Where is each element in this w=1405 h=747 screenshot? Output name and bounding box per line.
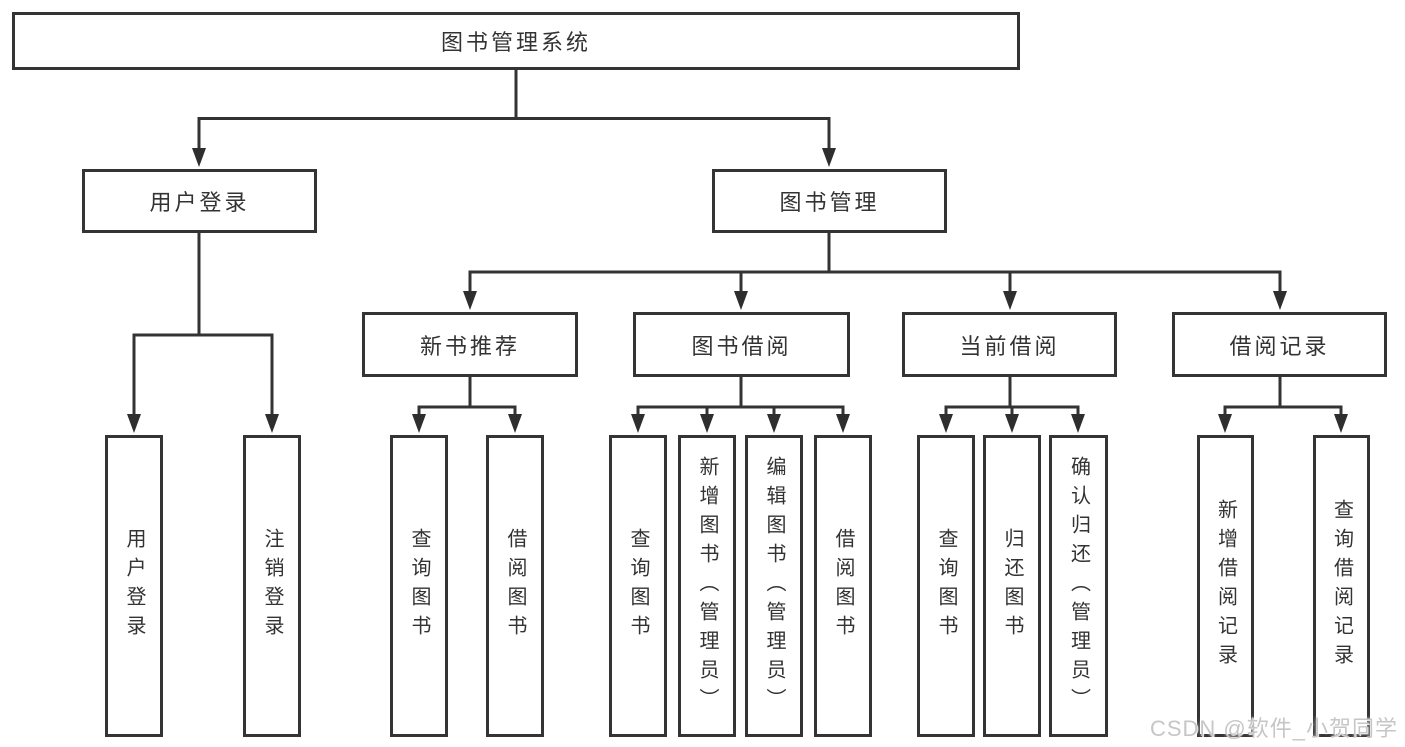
node-borrow-books-leaf: 借阅图书 xyxy=(814,435,872,737)
node-current-borrowing: 当前借阅 xyxy=(902,312,1117,377)
node-label: 新增借阅记录 xyxy=(1214,499,1237,673)
node-label: 借阅图书 xyxy=(504,528,526,644)
node-book-management: 图书管理 xyxy=(712,169,947,233)
node-label: 查询图书 xyxy=(408,528,430,644)
node-query-books-recommend: 查询图书 xyxy=(390,435,448,737)
node-query-books-current: 查询图书 xyxy=(917,435,975,737)
node-label: 图书借阅 xyxy=(691,333,792,359)
node-label: 查询图书 xyxy=(627,528,649,644)
node-library-management-system: 图书管理系统 xyxy=(12,12,1020,70)
node-label: 查询借阅记录 xyxy=(1330,499,1353,673)
node-label: 归还图书 xyxy=(1001,528,1023,644)
node-label: 用户登录 xyxy=(149,190,250,215)
node-book-borrowing: 图书借阅 xyxy=(633,312,850,377)
node-label: 用户登录 xyxy=(123,528,145,644)
node-borrow-books-recommend: 借阅图书 xyxy=(486,435,544,737)
node-new-book-recommendation: 新书推荐 xyxy=(362,312,578,377)
node-label: 注销登录 xyxy=(261,528,283,644)
node-confirm-return-admin: 确认归还（管理员） xyxy=(1049,435,1108,737)
node-user-login-leaf: 用户登录 xyxy=(105,435,163,737)
csdn-watermark: CSDN @软件_小贺同学 xyxy=(1149,716,1398,741)
node-label: 图书管理系统 xyxy=(440,30,591,55)
node-label: 借阅图书 xyxy=(832,528,854,644)
node-label: 新书推荐 xyxy=(419,333,520,359)
node-return-book: 归还图书 xyxy=(983,435,1041,737)
node-query-books-borrowing: 查询图书 xyxy=(609,435,667,737)
node-borrowing-records: 借阅记录 xyxy=(1172,312,1387,377)
node-logout: 注销登录 xyxy=(243,435,301,737)
node-label: 新增图书（管理员） xyxy=(696,455,718,717)
node-edit-book-admin: 编辑图书（管理员） xyxy=(745,435,803,737)
node-label: 确认归还（管理员） xyxy=(1067,455,1090,717)
node-label: 图书管理 xyxy=(779,190,880,215)
node-label: 编辑图书（管理员） xyxy=(763,455,785,717)
node-add-borrow-record: 新增借阅记录 xyxy=(1197,435,1254,737)
node-label: 查询图书 xyxy=(935,528,957,644)
node-label: 当前借阅 xyxy=(959,333,1060,359)
node-user-login: 用户登录 xyxy=(82,169,317,233)
node-query-borrow-record: 查询借阅记录 xyxy=(1313,435,1370,737)
node-add-book-admin: 新增图书（管理员） xyxy=(678,435,736,737)
node-label: 借阅记录 xyxy=(1229,333,1330,359)
